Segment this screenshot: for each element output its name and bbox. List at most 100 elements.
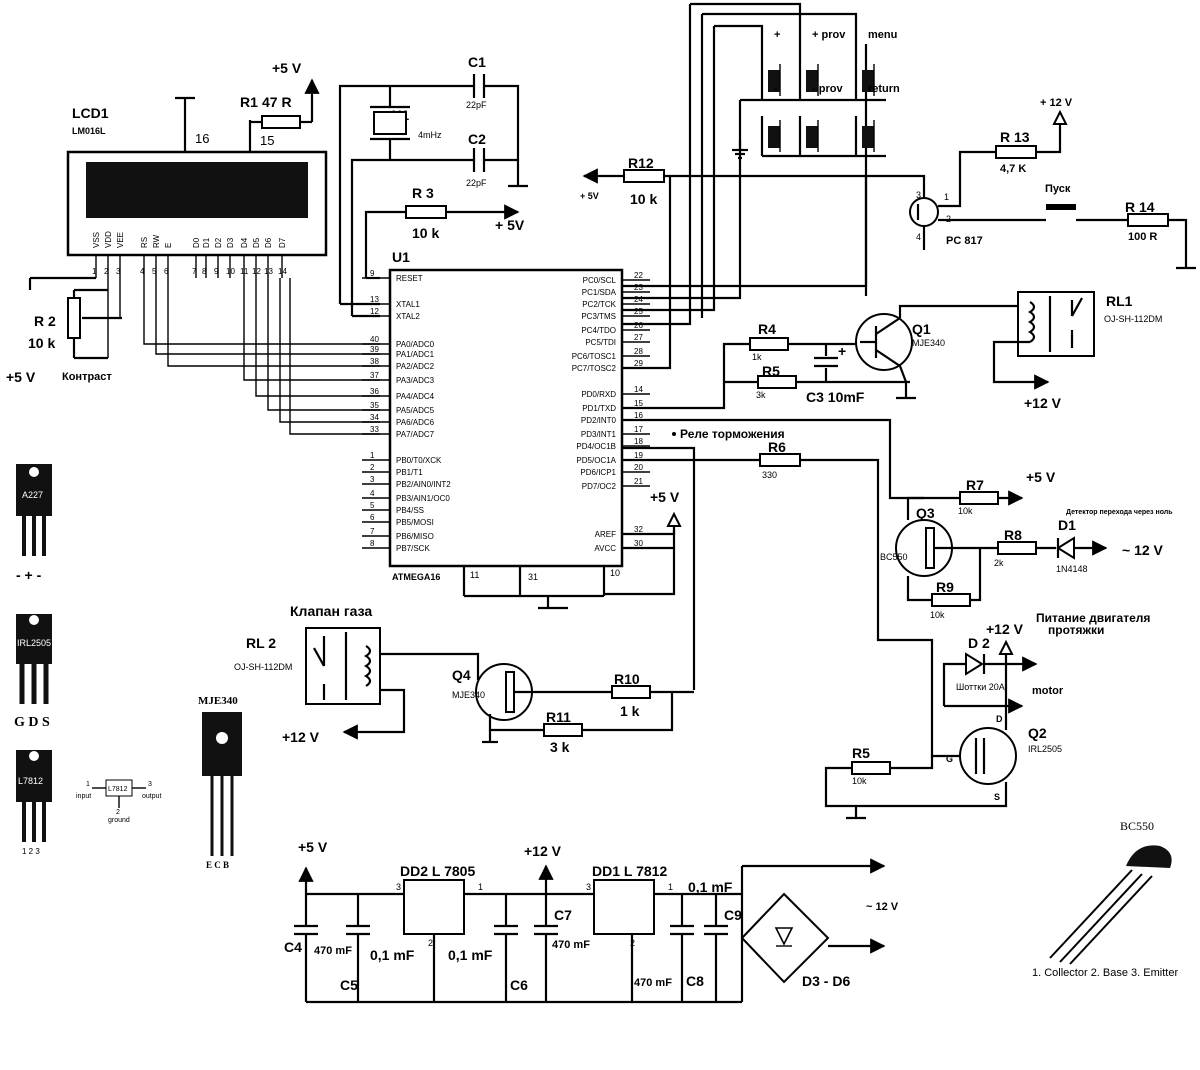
rl1-supply: +12 V: [1024, 395, 1062, 411]
c9-ref: C9: [724, 907, 742, 923]
r2-supply: +5 V: [6, 369, 36, 385]
mcu-left-pin-num: 38: [370, 357, 379, 366]
c8-value: 470 mF: [634, 977, 672, 989]
mcu-model: ATMEGA16: [392, 572, 440, 582]
d2-ref: D 2: [968, 635, 990, 651]
motor-title-2: протяжки: [1048, 623, 1104, 637]
r4-ref: R4: [758, 321, 776, 337]
mcu-left-pin-name: PB4/SS: [396, 506, 424, 515]
motor-label: motor: [1032, 685, 1064, 697]
lcd-pin-number: 3: [116, 267, 121, 276]
button-label[interactable]: menu: [868, 29, 897, 41]
mcu-left-pin-num: 2: [370, 463, 375, 472]
lcd-pin-label: D1: [202, 237, 211, 248]
button-label[interactable]: - prov: [812, 83, 843, 95]
button-matrix: + + prov menu - - prov return: [622, 2, 900, 326]
r5-value: 3k: [756, 390, 766, 400]
psu-5v: +5 V: [298, 839, 328, 855]
q1-model: MJE340: [912, 338, 945, 348]
c7-value: 470 mF: [552, 939, 590, 951]
mcu-right-pin-num: 25: [634, 307, 643, 316]
c4-value: 470 mF: [314, 945, 352, 957]
pkg3-output: output: [142, 793, 162, 800]
q4-stage: Q4 MJE340 R10 1 k R11 3 k: [452, 663, 694, 755]
psu-ac: ~ 12 V: [866, 901, 899, 913]
button-label[interactable]: + prov: [812, 29, 846, 41]
c3-plus: +: [838, 343, 846, 359]
button-label[interactable]: return: [868, 83, 900, 95]
mcu-right-pin-name: PD5/OC1A: [576, 456, 616, 465]
mcu-pin11: 11: [470, 570, 479, 580]
mcu-pin10: 10: [610, 568, 620, 578]
psu-capacitors: [294, 894, 728, 1002]
mcu-right-pin-num: 32: [634, 525, 643, 534]
mcu-right-pin-name: PD4/OC1B: [576, 442, 616, 451]
lcd-pin-number: 4: [140, 267, 145, 276]
lcd-pin-label: RS: [140, 237, 149, 248]
lcd-pin-label: VSS: [92, 232, 101, 248]
r11-value: 3 k: [550, 739, 570, 755]
aref-supply: +5 V: [650, 489, 680, 505]
lcd-bus-wires: [143, 278, 380, 435]
mcu-left-pin-num: 37: [370, 371, 379, 380]
mcu-left-pin-name: RESET: [396, 274, 423, 283]
brake-label: Реле торможения: [680, 427, 785, 441]
lcd-pin-label: D7: [278, 237, 287, 248]
pkg2-pins: G D S: [14, 715, 50, 730]
mcu-left-pin-name: PB0/T0/XCK: [396, 456, 442, 465]
pkg3-schematic: L7812: [108, 786, 128, 793]
mcu-left-pin-name: PA2/ADC2: [396, 362, 435, 371]
mcu-right-pin-num: 20: [634, 463, 643, 472]
lcd-pin-label: D0: [192, 237, 201, 248]
dd2-pin2: 2: [428, 938, 433, 948]
r1-value: 47 R: [262, 94, 292, 110]
mcu-right-pin-name: PC7/TOSC2: [572, 364, 617, 373]
lcd-pin-number: 6: [164, 267, 169, 276]
bridge-label: D3 - D6: [802, 973, 850, 989]
mcu-left-pin-num: 12: [370, 307, 379, 316]
button-group: + + prov menu - - prov return: [740, 29, 900, 158]
mcu-right-pin-name: PC2/TCK: [582, 300, 616, 309]
mcu-left-pin-num: 9: [370, 269, 375, 278]
lcd-pin-number: 13: [264, 267, 273, 276]
lcd-pin-label: D3: [226, 237, 235, 248]
pkg3-label: L7812: [18, 776, 43, 786]
mcu-left-pin-name: PB7/SCK: [396, 544, 430, 553]
opto-supply: + 12 V: [1040, 97, 1073, 109]
x1-value: 4mHz: [418, 130, 442, 140]
r3-value: 10 k: [412, 225, 439, 241]
r6-ref: R6: [768, 439, 786, 455]
c5-ref: C5: [340, 977, 358, 993]
c1-value: 22pF: [466, 100, 487, 110]
button-label[interactable]: -: [774, 83, 778, 95]
button-label[interactable]: +: [774, 29, 780, 41]
mcu-right-pin-num: 30: [634, 539, 643, 548]
rl2-ref: RL 2: [246, 635, 276, 651]
pkg2-label: IRL2505: [17, 638, 51, 648]
r5b-value: 10k: [852, 776, 867, 786]
mcu-left-pin-name: PB1/T1: [396, 468, 423, 477]
lcd-pin-label: D4: [240, 237, 249, 248]
mcu-left-pin-name: PA6/ADC6: [396, 418, 435, 427]
lcd-pin15: 15: [260, 133, 274, 148]
q4-model: MJE340: [452, 690, 485, 700]
lcd-pin-number: 11: [240, 267, 249, 276]
q2-model: IRL2505: [1028, 744, 1062, 754]
r9-ref: R9: [936, 579, 954, 595]
mcu-left-pin-name: XTAL2: [396, 312, 420, 321]
r10-value: 1 k: [620, 703, 640, 719]
mcu-body: [388, 268, 624, 568]
r5b-ref: R5: [852, 745, 870, 761]
mcu-pin31: 31: [528, 572, 538, 582]
c2-ref: C2: [468, 131, 486, 147]
r13-ref: R 13: [1000, 129, 1030, 145]
c4-ref: C4: [284, 939, 302, 955]
lcd-pin-label: RW: [152, 234, 161, 248]
lcd-pin-number: 12: [252, 267, 261, 276]
q2-source: S: [994, 792, 1000, 802]
rl2-supply: +12 V: [282, 729, 320, 745]
mcu-left-pin-name: XTAL1: [396, 300, 420, 309]
pkg3-input: input: [76, 793, 91, 800]
q2-ref: Q2: [1028, 725, 1047, 741]
